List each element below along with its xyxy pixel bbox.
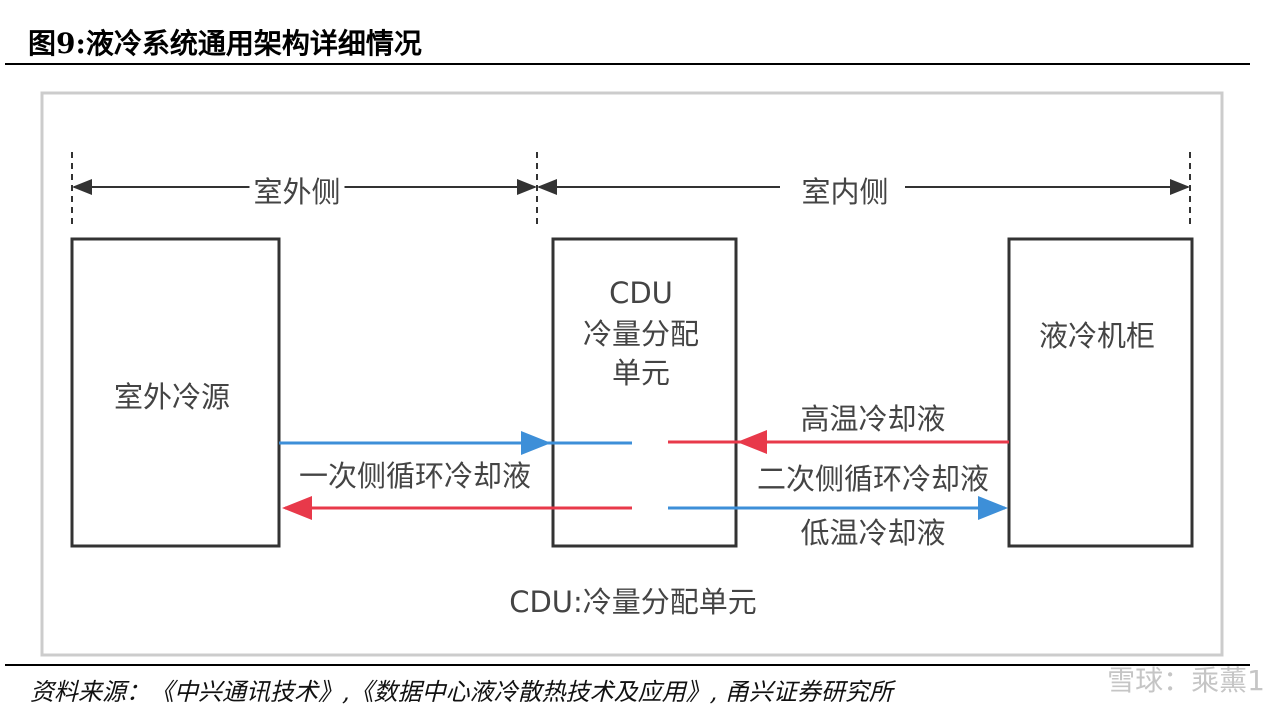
secondary-flow-label: 二次侧循环冷却液 bbox=[756, 462, 990, 496]
outdoor-source-box bbox=[70, 237, 281, 548]
primary-loop bbox=[279, 431, 634, 520]
cdu-legend: CDU:冷量分配单元 bbox=[509, 585, 757, 619]
watermark: 雪球：乘薰18 bbox=[1107, 664, 1265, 697]
figure-title: 图9:液冷系统通用架构详细情况 bbox=[28, 27, 422, 60]
low-temp-label: 低温冷却液 bbox=[800, 516, 946, 550]
indoor-zone-label: 室内侧 bbox=[797, 169, 893, 211]
diagram-frame bbox=[40, 91, 1224, 657]
cabinet-box bbox=[1007, 237, 1194, 548]
outdoor-source-label: 室外冷源 bbox=[113, 380, 231, 414]
primary-flow-label: 一次侧循环冷却液 bbox=[298, 459, 532, 493]
source-note: 资料来源：《中兴通讯技术》,《数据中心液冷散热技术及应用》, 甬兴证券研究所 bbox=[30, 678, 893, 706]
cdu-label-1: CDU bbox=[609, 276, 673, 310]
cdu-label-3: 单元 bbox=[611, 356, 671, 390]
cdu-label-2: 冷量分配 bbox=[582, 317, 700, 351]
high-temp-label: 高温冷却液 bbox=[800, 402, 946, 436]
cdu-box bbox=[551, 237, 738, 548]
secondary-loop bbox=[666, 430, 1009, 520]
cabinet-label: 液冷机柜 bbox=[1038, 319, 1156, 353]
zone-dividers bbox=[71, 152, 1191, 225]
outdoor-zone-label: 室外侧 bbox=[249, 169, 345, 211]
